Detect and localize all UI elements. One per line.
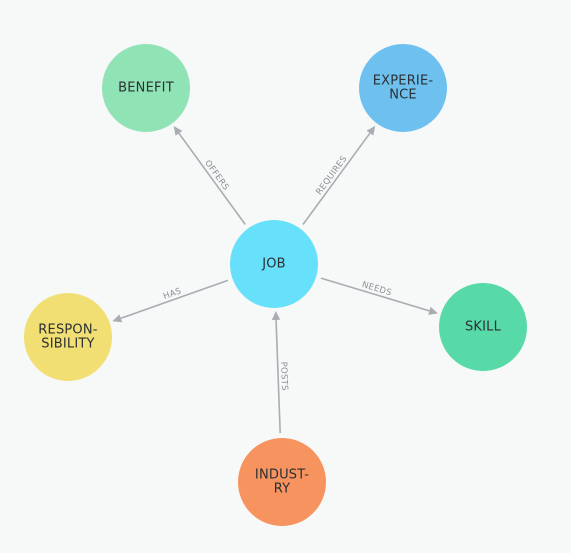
edge-line [275,319,282,434]
node-label: INDUST- [255,468,309,483]
node-circle [230,220,318,308]
node-experience[interactable]: EXPERIE-NCE [359,44,447,132]
edge-line [178,132,246,225]
edge-job-benefit[interactable]: OFFERS [173,126,246,225]
edge-label: OFFERS [202,159,231,193]
edge-label: REQUIRES [314,154,349,197]
node-label: NCE [389,88,417,103]
edge-line [120,279,229,320]
edge-label: POSTS [278,361,289,391]
node-job[interactable]: JOB [230,220,318,308]
node-circle [359,44,447,132]
node-label: SKILL [465,320,502,335]
node-label: JOB [261,257,286,272]
node-skill[interactable]: SKILL [439,283,527,371]
node-circle [102,44,190,132]
node-circle [24,293,112,381]
node-label: SIBILITY [41,337,94,352]
edge-line [302,132,371,225]
edge-line [320,277,430,312]
edge-industry-job[interactable]: POSTS [271,310,289,434]
edge-job-responsibility[interactable]: HAS [112,279,229,323]
node-label: RESPON- [38,323,97,338]
edge-job-experience[interactable]: REQUIRES [302,125,376,225]
arrow-head-icon [366,125,376,136]
arrow-head-icon [428,306,438,315]
node-circle [439,283,527,371]
arrow-head-icon [112,314,123,323]
nodes-layer: JOB BENEFIT EXPERIE-NCE SKILL RESPON-SIBILIT… [24,44,527,526]
node-responsibility[interactable]: RESPON-SIBILITY [24,293,112,381]
node-benefit[interactable]: BENEFIT [102,44,190,132]
node-circle [238,438,326,526]
node-industry[interactable]: INDUST-RY [238,438,326,526]
node-label: RY [274,482,291,497]
node-label: BENEFIT [118,81,174,96]
arrow-head-icon [271,310,281,321]
arrow-head-icon [173,126,183,136]
edge-job-skill[interactable]: NEEDS [320,277,438,315]
node-label: EXPERIE- [373,74,434,89]
